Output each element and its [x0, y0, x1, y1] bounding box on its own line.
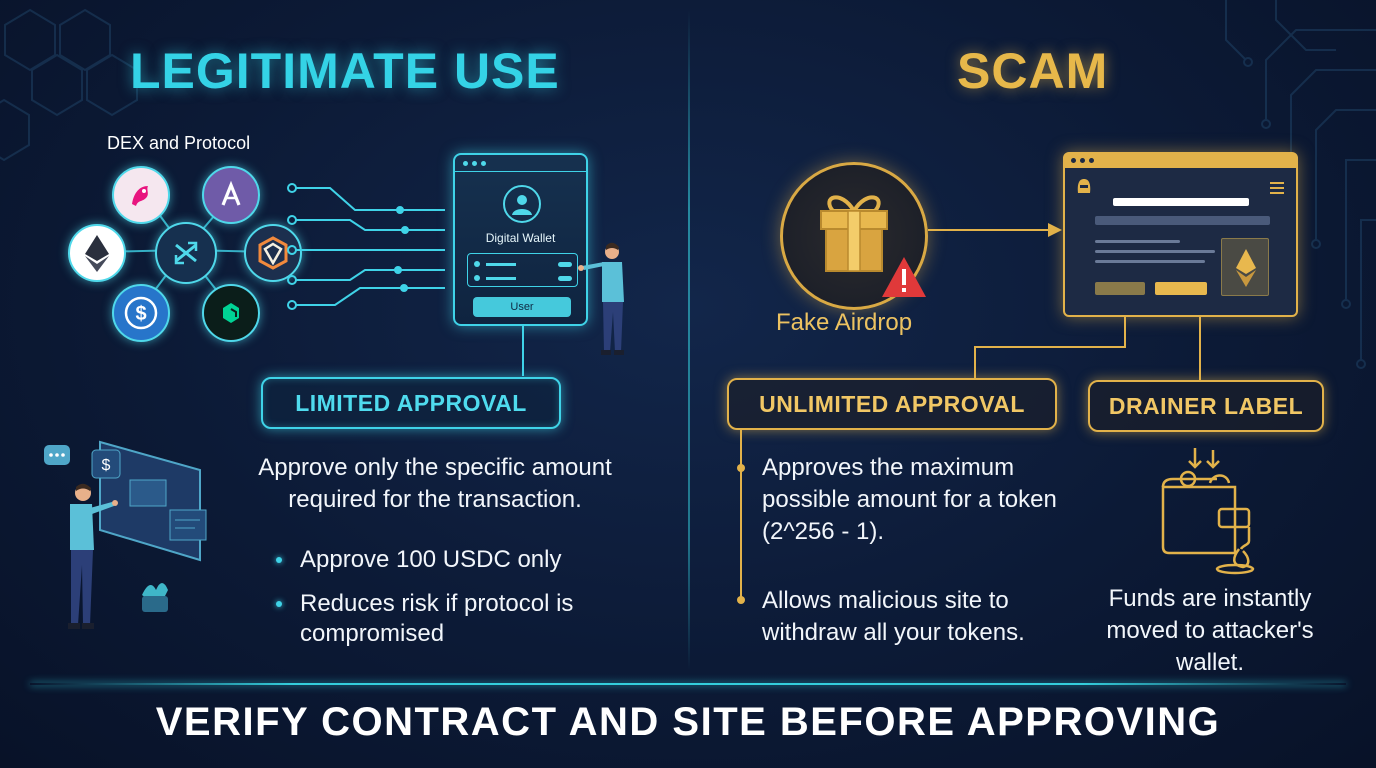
digital-wallet-window: Digital Wallet User	[453, 153, 588, 326]
unlimited-approval-point-1: Approves the maximum possible amount for…	[762, 454, 1057, 545]
legitimate-use-title: LEGITIMATE USE	[130, 43, 560, 99]
wallet-title: Digital Wallet	[485, 231, 556, 245]
scam-title: SCAM	[957, 43, 1109, 99]
fake-airdrop-label: Fake Airdrop	[776, 309, 913, 336]
site-button-approve[interactable]	[1155, 282, 1207, 295]
ethereum-token-card	[1221, 238, 1269, 296]
compound-icon	[202, 284, 260, 342]
drainer-description: Funds are instantly moved to attacker's …	[1106, 585, 1314, 676]
circuit-pattern-decoration	[1225, 0, 1376, 369]
footer-warning-text: VERIFY CONTRACT AND SITE BEFORE APPROVIN…	[155, 700, 1221, 744]
ethereum-icon	[68, 224, 126, 282]
hexagon-pattern-decoration	[0, 8, 138, 162]
limited-approval-description: Approve only the specific amount require…	[258, 454, 612, 513]
bullet-item: Reduces risk if protocol is compromised	[272, 589, 632, 649]
malicious-site-window	[1063, 152, 1298, 317]
scam-connector-lines	[974, 315, 1201, 380]
svg-text:$: $	[135, 303, 146, 325]
footer-divider	[30, 683, 1346, 685]
timeline-line	[737, 430, 745, 604]
unlimited-approval-label: UNLIMITED APPROVAL	[727, 378, 1057, 430]
wallet-connector-line	[522, 326, 524, 376]
dex-protocol-label: DEX and Protocol	[107, 133, 251, 153]
drainer-label: DRAINER LABEL	[1088, 380, 1324, 432]
uniswap-icon	[112, 166, 170, 224]
bullet-item: Approve 100 USDC only	[272, 545, 632, 575]
site-button-secondary[interactable]	[1095, 282, 1145, 295]
arrow-right-icon	[928, 223, 1062, 237]
draining-wallet-icon	[1161, 448, 1255, 575]
aave-icon	[202, 166, 260, 224]
svg-text:$: $	[102, 457, 111, 474]
window-titlebar	[1065, 154, 1296, 168]
limited-approval-bullets: Approve 100 USDC only Reduces risk if pr…	[272, 545, 632, 663]
menu-icon[interactable]	[1270, 182, 1284, 194]
unlimited-approval-point-2: Allows malicious site to withdraw all yo…	[762, 587, 1025, 646]
wallet-fields	[467, 253, 578, 287]
connection-circuit-lines	[287, 183, 445, 310]
site-header-bar	[1113, 198, 1249, 206]
limited-approval-label: LIMITED APPROVAL	[261, 377, 561, 429]
wallet-user-button[interactable]: User	[473, 297, 571, 317]
person-with-screens-illustration: $	[44, 440, 207, 629]
person-pointing-illustration	[578, 242, 624, 355]
usdc-icon: $	[112, 284, 170, 342]
window-controls	[463, 161, 486, 166]
warning-icon	[882, 257, 926, 297]
1inch-exchange-icon	[155, 222, 217, 284]
vertical-divider	[688, 10, 690, 670]
user-avatar-icon	[503, 185, 541, 223]
hacker-logo-icon	[1077, 179, 1091, 193]
